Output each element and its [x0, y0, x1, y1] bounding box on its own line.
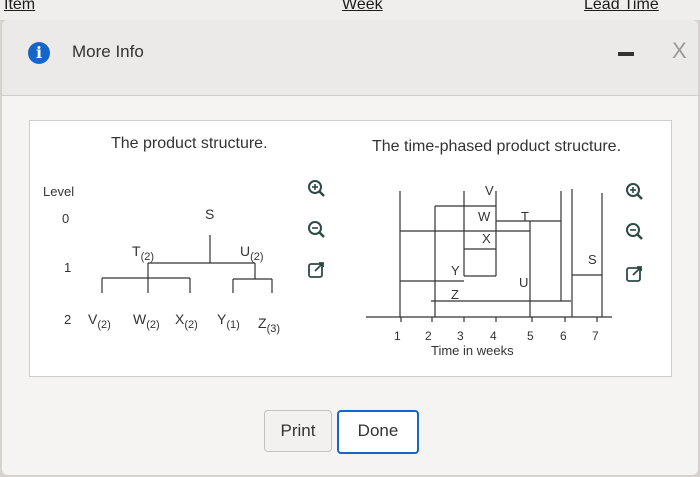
tree-node-w: W(2)	[133, 311, 160, 331]
timeline-bar-v: V	[485, 183, 494, 198]
done-button[interactable]: Done	[337, 410, 419, 454]
dialog-header: i More Info X	[2, 20, 698, 96]
timeline-bar-w: W	[478, 209, 491, 224]
tree-node-t: T(2)	[132, 243, 154, 263]
column-header-item: Item	[4, 0, 36, 13]
tree-node-u: U(2)	[240, 243, 264, 263]
level-2-label: 2	[64, 312, 71, 327]
level-1-label: 1	[64, 260, 71, 275]
time-tick-6: 6	[560, 329, 567, 343]
timeline-bar-u: U	[519, 275, 528, 290]
tree-node-y: Y(1)	[217, 311, 240, 331]
open-new-window-icon[interactable]	[626, 266, 642, 282]
timeline-bar-z: Z	[451, 287, 459, 302]
print-button[interactable]: Print	[264, 410, 332, 452]
tree-node-z: Z(3)	[258, 315, 280, 335]
time-tick-5: 5	[527, 329, 534, 343]
minimize-button[interactable]	[618, 44, 634, 60]
zoom-in-icon[interactable]	[308, 180, 325, 197]
level-0-label: 0	[62, 211, 69, 226]
time-tick-4: 4	[490, 329, 497, 343]
timeline-bar-x: X	[482, 231, 491, 246]
timeline-bar-t: T	[521, 209, 529, 224]
time-axis-label: Time in weeks	[431, 343, 514, 358]
time-phased-grid	[366, 189, 612, 322]
time-tick-1: 1	[394, 329, 401, 343]
zoom-controls-right	[626, 183, 643, 282]
more-info-dialog: i More Info X The product structure. The…	[2, 20, 698, 475]
column-header-lead-time: Lead Time	[584, 0, 659, 13]
tree-lines	[101, 235, 273, 293]
zoom-in-icon[interactable]	[626, 183, 643, 200]
tree-node-s: S	[205, 206, 214, 222]
time-phased-title: The time-phased product structure.	[372, 138, 621, 155]
close-button[interactable]: X	[672, 38, 687, 63]
figure-panel: The product structure. The time-phased p…	[29, 120, 672, 377]
time-tick-3: 3	[457, 329, 464, 343]
zoom-controls-left	[308, 180, 325, 278]
timeline-bar-s: S	[588, 252, 597, 267]
timeline-bar-y: Y	[451, 263, 460, 278]
zoom-out-icon[interactable]	[308, 221, 325, 238]
product-structure-title: The product structure.	[111, 135, 268, 152]
open-new-window-icon[interactable]	[308, 262, 324, 278]
time-tick-2: 2	[425, 329, 432, 343]
zoom-out-icon[interactable]	[626, 223, 643, 240]
tree-node-v: V(2)	[88, 311, 111, 331]
background-table-header: Item Week Lead Time	[0, 0, 700, 20]
level-header: Level	[43, 184, 74, 199]
dialog-title: More Info	[72, 42, 144, 61]
time-tick-7: 7	[592, 329, 599, 343]
info-icon: i	[28, 42, 50, 64]
product-structure-figure: The product structure. The time-phased p…	[43, 135, 643, 358]
column-header-week: Week	[342, 0, 383, 13]
tree-node-x: X(2)	[175, 311, 198, 331]
